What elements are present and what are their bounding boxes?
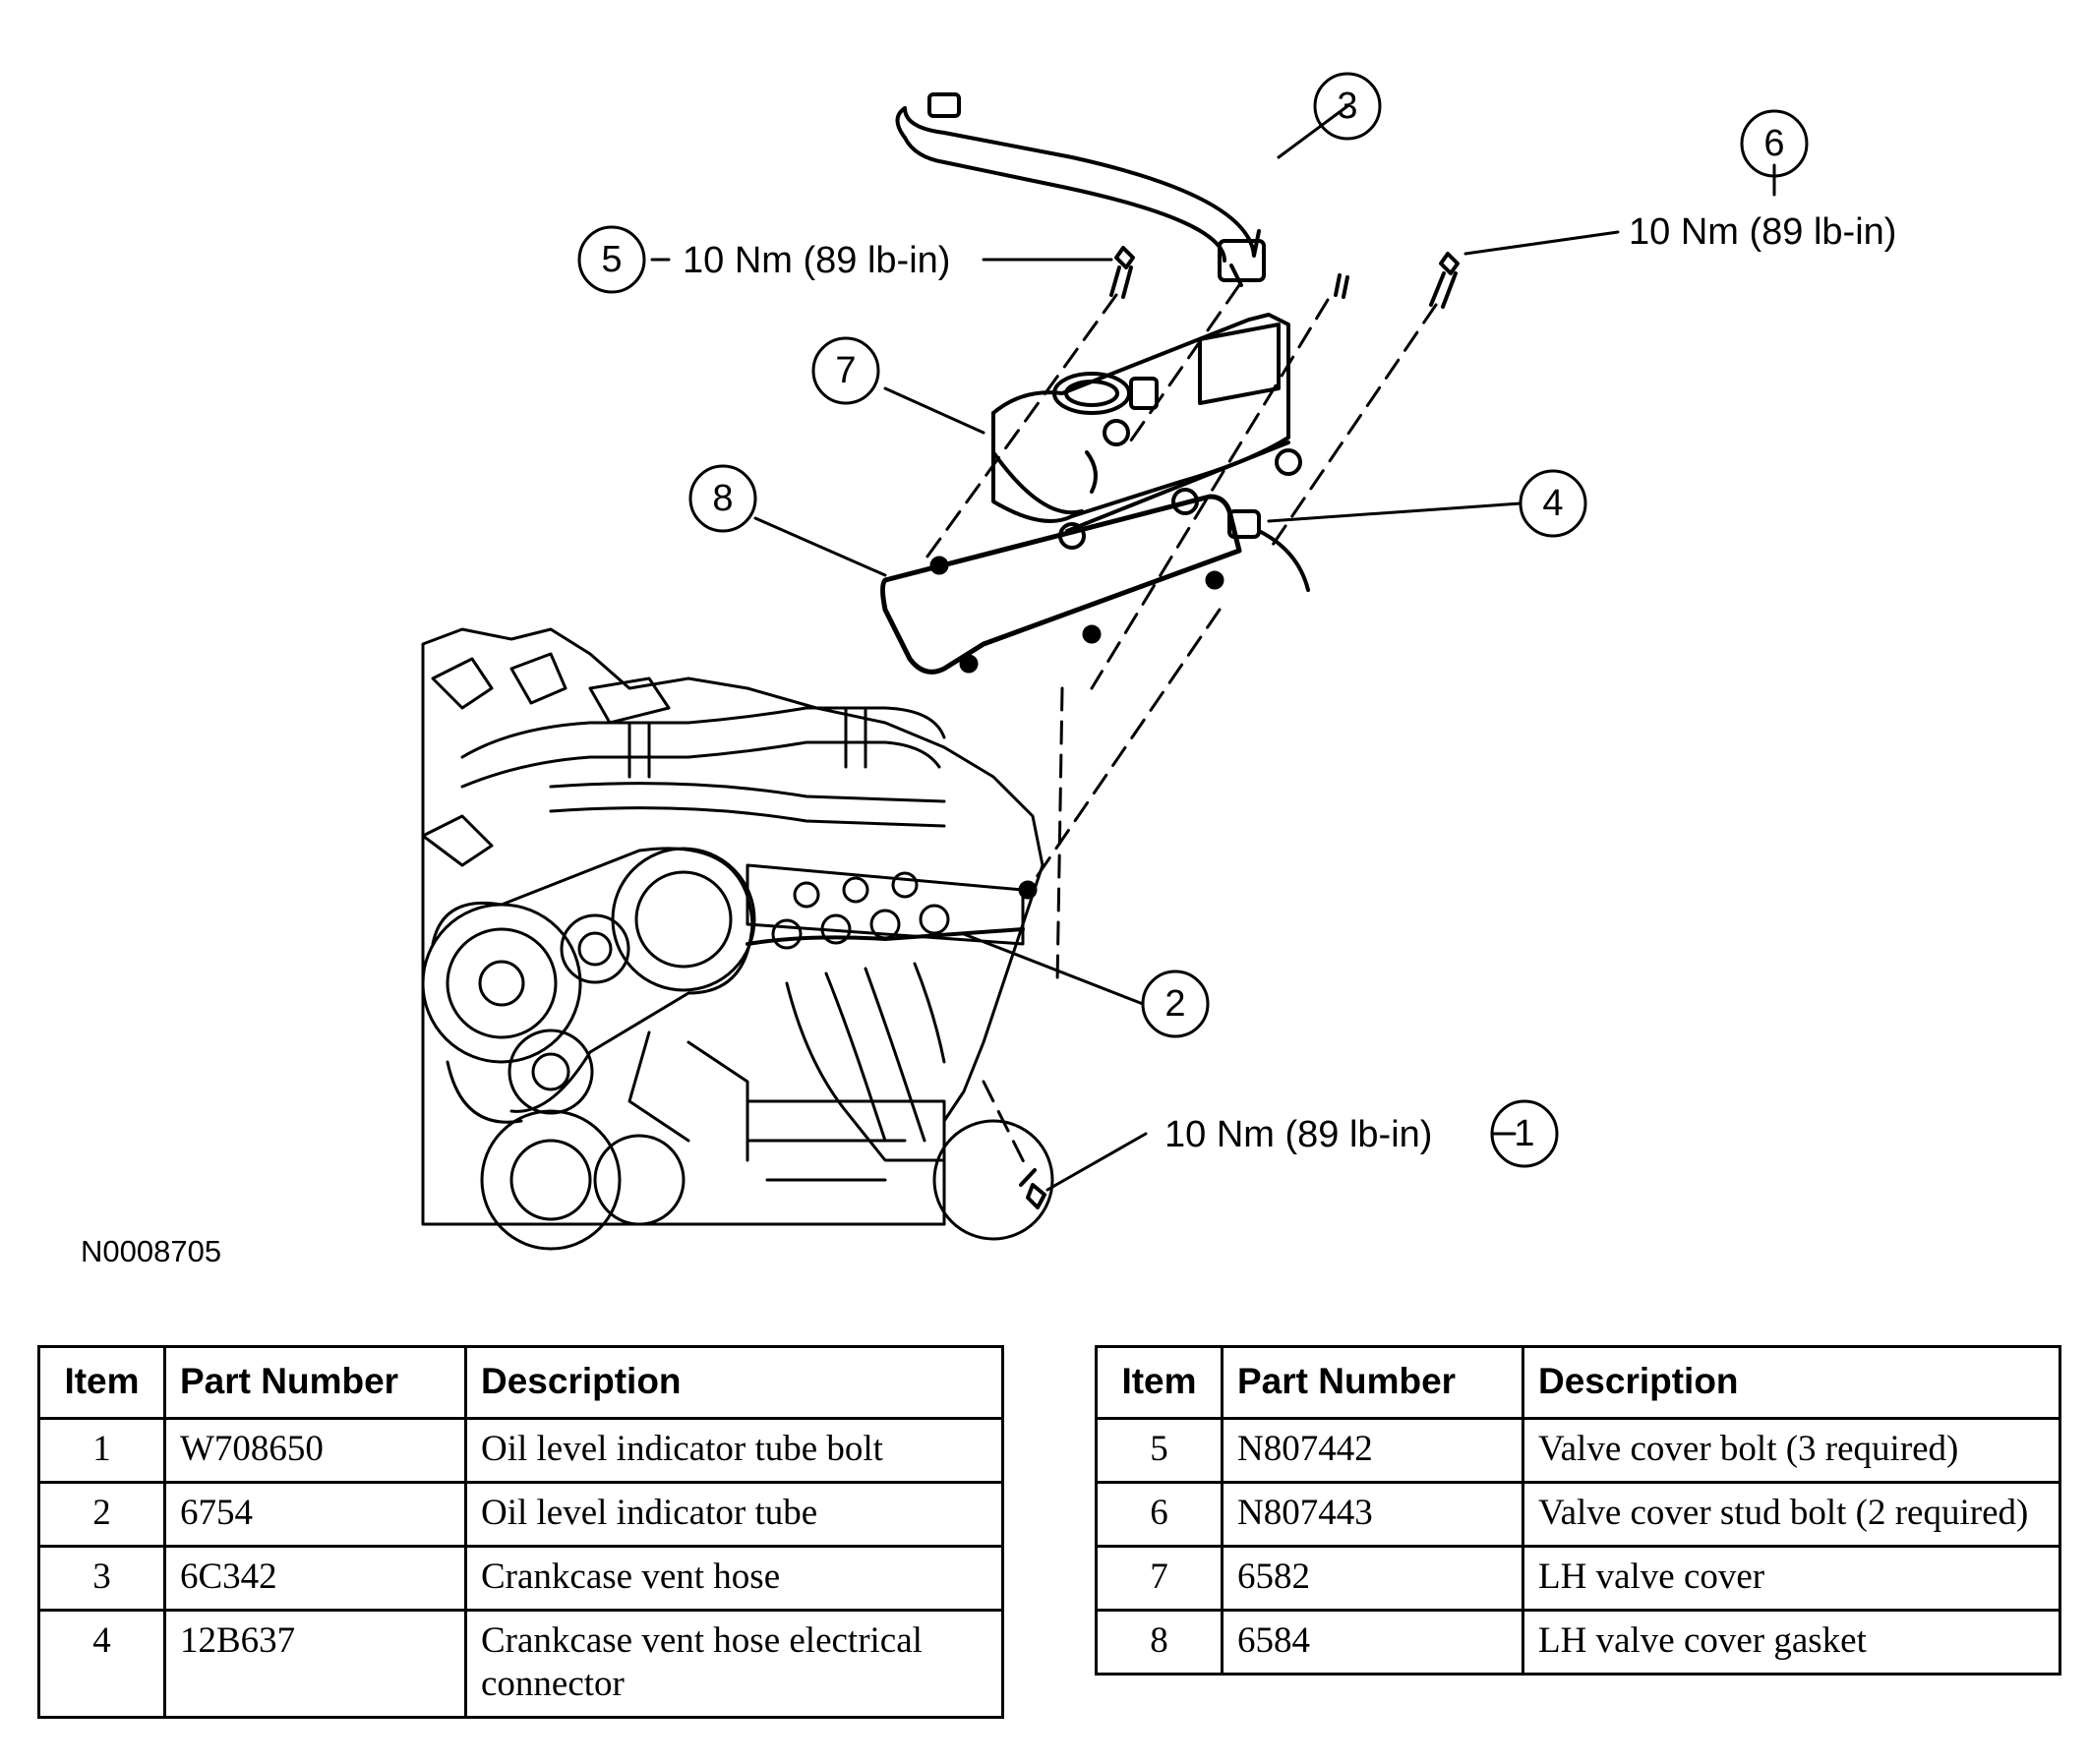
- table-header-row: Item Part Number Description: [1095, 1345, 2061, 1420]
- cell-description: Oil level indicator tube bolt: [464, 1417, 1004, 1484]
- table-row: 2 6754 Oil level indicator tube: [37, 1481, 1004, 1548]
- header-part-number: Part Number: [1221, 1345, 1524, 1420]
- header-description: Description: [1522, 1345, 2061, 1420]
- cell-part-number: N807443: [1221, 1481, 1524, 1548]
- table-row: 1 W708650 Oil level indicator tube bolt: [37, 1417, 1004, 1484]
- cell-item: 1: [37, 1417, 166, 1484]
- callout-circle-2: [1141, 970, 1210, 1038]
- cell-part-number: 12B637: [163, 1609, 467, 1719]
- callout-circle-4: [1519, 469, 1587, 538]
- callout-number-6: 6: [1763, 123, 1784, 164]
- parts-table-right: Item Part Number Description 5 N807442 V…: [1095, 1345, 2061, 1676]
- alignment-lines: [923, 283, 1438, 1172]
- cell-description: LH valve cover: [1522, 1545, 2061, 1612]
- callout-circle-1: [1490, 1099, 1559, 1168]
- callout-number-2: 2: [1164, 983, 1185, 1025]
- figure-id: N0008705: [81, 1234, 222, 1268]
- cell-part-number: N807442: [1221, 1417, 1524, 1484]
- cell-part-number: 6C342: [163, 1545, 467, 1612]
- cell-part-number: 6754: [163, 1481, 467, 1548]
- cell-description: Valve cover stud bolt (2 required): [1522, 1481, 2061, 1548]
- valve-cover-bolt-5: [1109, 246, 1135, 299]
- header-part-number: Part Number: [163, 1345, 467, 1420]
- header-item: Item: [1095, 1345, 1224, 1420]
- table-row: 4 12B637 Crankcase vent hose electrical …: [37, 1609, 1004, 1719]
- cell-item: 8: [1095, 1609, 1224, 1676]
- crankcase-vent-hose: [895, 92, 1266, 287]
- valve-cover-stud-bolt-6: [1334, 252, 1460, 309]
- cell-item: 6: [1095, 1481, 1224, 1548]
- cell-item: 4: [37, 1609, 166, 1719]
- cell-item: 7: [1095, 1545, 1224, 1612]
- vent-hose-electrical-connector: [1227, 509, 1310, 592]
- cell-part-number: 6582: [1221, 1545, 1524, 1612]
- parts-table-left: Item Part Number Description 1 W708650 O…: [37, 1345, 1004, 1719]
- callout-number-1: 1: [1514, 1113, 1534, 1154]
- cell-description: Crankcase vent hose electrical connector: [464, 1609, 1004, 1719]
- torque-spec-5: 10 Nm (89 lb-in): [683, 240, 950, 281]
- callout-number-8: 8: [712, 478, 733, 519]
- table-row: 8 6584 LH valve cover gasket: [1095, 1609, 2061, 1676]
- exploded-view-diagram: 1 2 3 4 5 6 7 8 10 Nm (89 lb-in) 10 Nm (…: [421, 72, 1896, 1251]
- callout-circle-7: [811, 336, 880, 405]
- cell-description: Valve cover bolt (3 required): [1522, 1417, 2061, 1484]
- cell-description: Oil level indicator tube: [464, 1481, 1004, 1548]
- cell-item: 3: [37, 1545, 166, 1612]
- cell-item: 5: [1095, 1417, 1224, 1484]
- cell-part-number: W708650: [163, 1417, 467, 1484]
- engine-assembly: [421, 627, 1054, 1251]
- callout-circle-8: [688, 464, 757, 533]
- header-description: Description: [464, 1345, 1004, 1420]
- table-row: 7 6582 LH valve cover: [1095, 1545, 2061, 1612]
- callout-circle-3: [1313, 72, 1382, 141]
- callout-circle-6: [1740, 109, 1809, 178]
- table-header-row: Item Part Number Description: [37, 1345, 1004, 1420]
- cell-description: LH valve cover gasket: [1522, 1609, 2061, 1676]
- table-row: 6 N807443 Valve cover stud bolt (2 requi…: [1095, 1481, 2061, 1548]
- table-row: 3 6C342 Crankcase vent hose: [37, 1545, 1004, 1612]
- torque-spec-1: 10 Nm (89 lb-in): [1164, 1114, 1432, 1155]
- torque-spec-6: 10 Nm (89 lb-in): [1629, 211, 1896, 253]
- cell-description: Crankcase vent hose: [464, 1545, 1004, 1612]
- callout-number-4: 4: [1542, 483, 1563, 524]
- callout-number-5: 5: [601, 239, 622, 280]
- leader-lines: [650, 104, 1776, 1192]
- callout-number-7: 7: [835, 350, 856, 391]
- callout-circle-5: [577, 225, 646, 294]
- header-item: Item: [37, 1345, 166, 1420]
- callout-number-3: 3: [1337, 86, 1357, 127]
- lh-valve-cover-gasket: [880, 494, 1242, 675]
- cell-item: 2: [37, 1481, 166, 1548]
- oil-tube-bolt-1: [1019, 1168, 1046, 1209]
- table-row: 5 N807442 Valve cover bolt (3 required): [1095, 1417, 2061, 1484]
- cell-part-number: 6584: [1221, 1609, 1524, 1676]
